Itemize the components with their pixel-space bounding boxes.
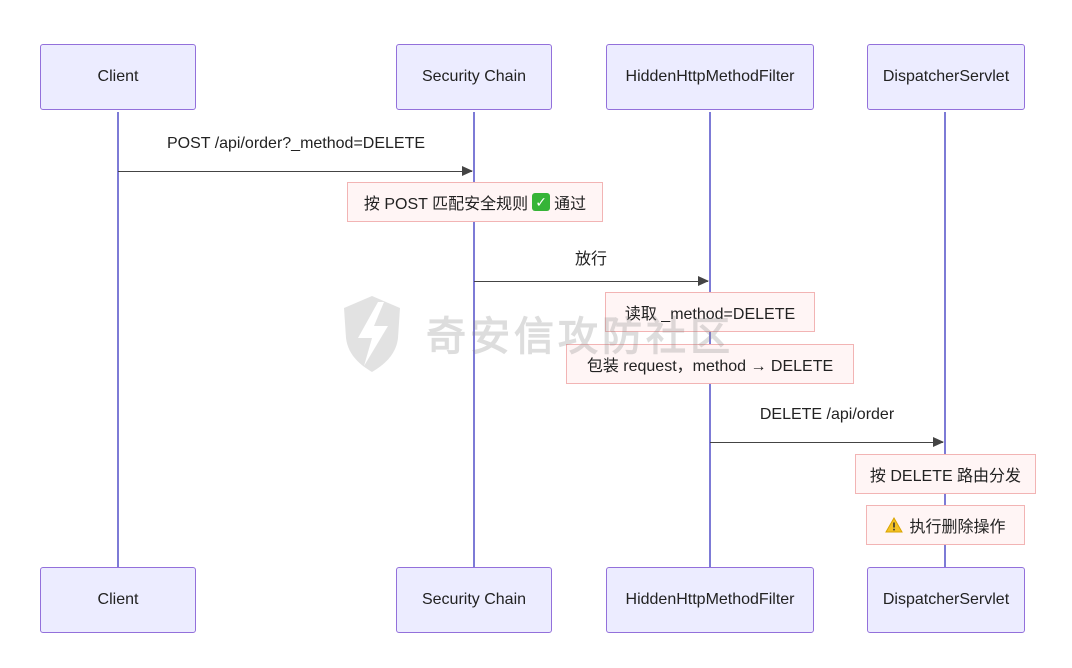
message-arrow	[474, 276, 709, 286]
actor-client-top: Client	[40, 44, 196, 110]
warning-icon	[885, 517, 904, 533]
lightning-shield-icon	[344, 296, 400, 372]
message-label: 放行	[574, 251, 608, 268]
actor-dispatcher-servlet-top: DispatcherServlet	[867, 44, 1025, 110]
note-text: 执行删除操作	[909, 519, 1006, 536]
note-route-delete: 按 DELETE 路由分发	[855, 454, 1036, 494]
actor-label: Client	[97, 591, 139, 608]
actor-security-chain-bottom: Security Chain	[396, 567, 552, 633]
note-read-method: 读取 _method=DELETE	[605, 292, 815, 332]
message-arrow	[710, 437, 944, 447]
check-icon: ✓	[532, 193, 551, 211]
lifeline-security-chain	[473, 112, 475, 567]
message-arrow	[118, 166, 473, 176]
note-security-check: 按 POST 匹配安全规则 ✓ 通过	[347, 182, 603, 222]
actor-label: Security Chain	[421, 591, 527, 608]
actor-client-bottom: Client	[40, 567, 196, 633]
message-label: DELETE /api/order	[759, 406, 895, 423]
lifeline-dispatcher-servlet	[944, 112, 946, 567]
note-text: 读取 _method=DELETE	[624, 306, 796, 323]
actor-label: Client	[97, 68, 139, 85]
actor-dispatcher-servlet-bottom: DispatcherServlet	[867, 567, 1025, 633]
actor-label: HiddenHttpMethodFilter	[625, 591, 795, 608]
note-text: 包装 request，method → DELETE	[586, 358, 834, 375]
actor-label: DispatcherServlet	[882, 591, 1010, 608]
message-label: POST /api/order?_method=DELETE	[166, 135, 426, 152]
note-text: 通过	[554, 196, 587, 213]
lifeline-client	[117, 112, 119, 567]
watermark-text: 奇安信攻防社区	[426, 315, 734, 359]
actor-label: DispatcherServlet	[882, 68, 1010, 85]
actor-hidden-http-method-filter-bottom: HiddenHttpMethodFilter	[606, 567, 814, 633]
watermark: 奇安信攻防社区	[336, 292, 734, 374]
note-delete-operation: 执行删除操作	[866, 505, 1025, 545]
note-text: 按 POST 匹配安全规则	[363, 196, 529, 213]
actor-security-chain-top: Security Chain	[396, 44, 552, 110]
note-text: 按 DELETE 路由分发	[869, 468, 1022, 485]
actor-label: HiddenHttpMethodFilter	[625, 68, 795, 85]
lifeline-hidden-http-method-filter	[709, 112, 711, 567]
actor-hidden-http-method-filter-top: HiddenHttpMethodFilter	[606, 44, 814, 110]
note-wrap-request: 包装 request，method → DELETE	[566, 344, 854, 384]
actor-label: Security Chain	[421, 68, 527, 85]
